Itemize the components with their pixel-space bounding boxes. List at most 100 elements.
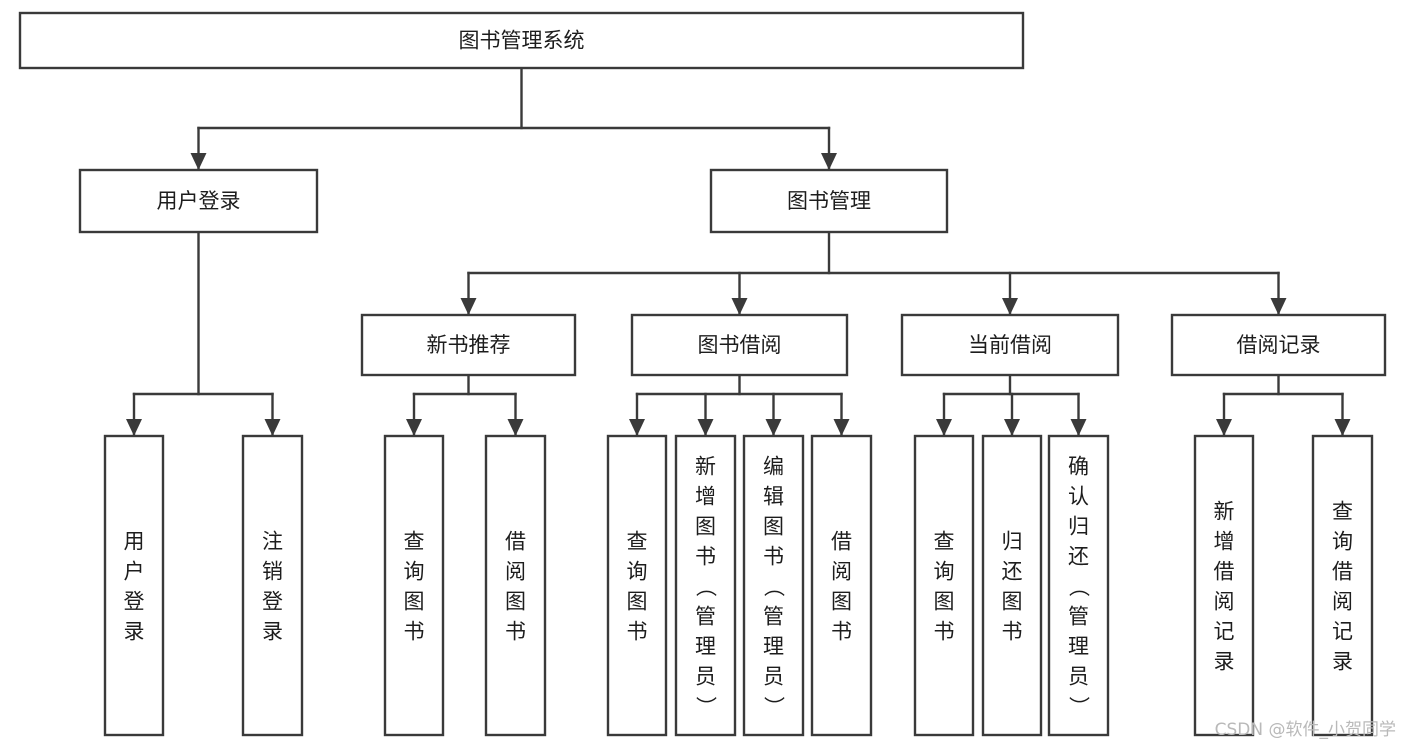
node-label-leaf-add-book: ）	[694, 696, 718, 717]
node-box-leaf-borrow-book-rec[interactable]	[484, 434, 547, 737]
node-label-leaf-borrow-book-rec: 阅	[505, 560, 526, 584]
arrow-head-icon	[406, 419, 422, 436]
node-label-leaf-confirm-return: 归	[1068, 515, 1089, 539]
node-box-leaf-add-book[interactable]	[674, 434, 737, 737]
arrow-head-icon	[507, 419, 524, 436]
node-label-leaf-add-book: 书	[695, 545, 716, 569]
node-box-leaf-confirm-return[interactable]	[1047, 434, 1110, 737]
node-book-borrow[interactable]: 图书借阅	[630, 313, 849, 377]
node-label-leaf-confirm-return: 员	[1068, 665, 1089, 689]
node-label-leaf-user-logout: 录	[262, 620, 283, 644]
node-label-leaf-borrow-book-rec: 书	[505, 620, 526, 644]
node-label-leaf-borrow-book-rec: 借	[505, 530, 526, 554]
node-label-leaf-user-login: 用	[124, 530, 145, 554]
node-label-leaf-query-book-cur: 查	[934, 530, 955, 554]
node-current-borrow[interactable]: 当前借阅	[900, 313, 1120, 377]
node-box-book-borrow[interactable]	[630, 313, 849, 377]
node-label-leaf-query-book-rec: 书	[404, 620, 425, 644]
node-label-leaf-confirm-return: 理	[1068, 635, 1089, 659]
node-label-leaf-add-book: （	[694, 576, 718, 597]
arrow-head-icon	[697, 419, 714, 436]
node-label-leaf-add-record: 阅	[1214, 590, 1235, 614]
node-label-leaf-edit-book: 辑	[763, 485, 784, 509]
node-box-leaf-query-book-rec[interactable]	[383, 434, 445, 737]
node-label-leaf-return-book: 图	[1002, 590, 1023, 614]
node-label-leaf-add-book: 理	[695, 635, 716, 659]
node-label-borrow-record: 借阅记录	[1237, 333, 1321, 357]
edge-group-book-borrow	[629, 373, 850, 437]
node-label-leaf-query-record: 阅	[1332, 590, 1353, 614]
node-user-login[interactable]: 用户登录	[78, 168, 319, 234]
node-label-leaf-edit-book: 管	[763, 605, 784, 629]
node-label-leaf-add-record: 新	[1214, 500, 1235, 524]
arrow-head-icon	[731, 298, 748, 315]
node-box-leaf-query-book-cur[interactable]	[913, 434, 975, 737]
node-label-leaf-confirm-return: 确	[1068, 455, 1089, 479]
node-box-leaf-return-book[interactable]	[981, 434, 1043, 737]
node-label-leaf-add-book: 员	[695, 665, 716, 689]
node-label-leaf-query-book-borrow: 图	[627, 590, 648, 614]
node-box-current-borrow[interactable]	[900, 313, 1120, 377]
node-label-book-manage: 图书管理	[787, 189, 871, 213]
node-box-leaf-borrow-book[interactable]	[810, 434, 873, 737]
node-root[interactable]: 图书管理系统	[18, 11, 1025, 70]
node-label-leaf-borrow-book: 图	[831, 590, 852, 614]
node-box-leaf-query-record[interactable]	[1311, 434, 1374, 737]
edge-group-user-login	[126, 230, 281, 437]
node-label-leaf-query-book-borrow: 书	[627, 620, 648, 644]
node-label-leaf-edit-book: 图	[763, 515, 784, 539]
node-label-leaf-borrow-book: 书	[831, 620, 852, 644]
node-label-current-borrow: 当前借阅	[968, 333, 1052, 357]
node-label-leaf-return-book: 归	[1002, 530, 1023, 554]
node-label-leaf-return-book: 还	[1002, 560, 1023, 584]
node-label-leaf-edit-book: 书	[763, 545, 784, 569]
node-box-leaf-edit-book[interactable]	[742, 434, 805, 737]
node-borrow-record[interactable]: 借阅记录	[1170, 313, 1387, 377]
node-label-leaf-confirm-return: （	[1067, 576, 1091, 597]
node-label-leaf-user-logout: 销	[262, 560, 283, 584]
arrow-head-icon	[126, 419, 142, 436]
node-label-leaf-user-login: 登	[124, 590, 145, 614]
node-label-new-book-recommend: 新书推荐	[427, 333, 511, 357]
node-label-leaf-add-record: 记	[1214, 620, 1235, 644]
node-label-leaf-user-logout: 登	[262, 590, 283, 614]
node-box-leaf-add-record[interactable]	[1193, 434, 1255, 737]
arrow-head-icon	[1334, 419, 1351, 436]
node-box-book-manage[interactable]	[709, 168, 949, 234]
node-box-leaf-user-logout[interactable]	[241, 434, 304, 737]
node-label-leaf-user-logout: 注	[262, 530, 283, 554]
node-label-leaf-add-record: 录	[1214, 650, 1235, 674]
node-label-leaf-edit-book: ）	[762, 696, 786, 717]
node-label-leaf-add-book: 新	[695, 455, 716, 479]
node-leaf-user-login[interactable]: 用户登录	[103, 434, 165, 737]
node-label-leaf-return-book: 书	[1002, 620, 1023, 644]
node-label-leaf-confirm-return: 认	[1068, 485, 1089, 509]
node-box-root[interactable]	[18, 11, 1025, 70]
node-label-leaf-add-book: 管	[695, 605, 716, 629]
node-box-leaf-query-book-borrow[interactable]	[606, 434, 668, 737]
node-box-user-login[interactable]	[78, 168, 319, 234]
node-label-user-login: 用户登录	[157, 189, 241, 213]
node-label-leaf-query-book-cur: 询	[934, 560, 955, 584]
edge-group-book-manage	[460, 230, 1287, 316]
node-box-new-book-recommend[interactable]	[360, 313, 577, 377]
node-label-leaf-edit-book: （	[762, 576, 786, 597]
node-box-borrow-record[interactable]	[1170, 313, 1387, 377]
node-label-root: 图书管理系统	[459, 29, 585, 53]
node-box-leaf-user-login[interactable]	[103, 434, 165, 737]
node-new-book-recommend[interactable]: 新书推荐	[360, 313, 577, 377]
node-book-manage[interactable]: 图书管理	[709, 168, 949, 234]
